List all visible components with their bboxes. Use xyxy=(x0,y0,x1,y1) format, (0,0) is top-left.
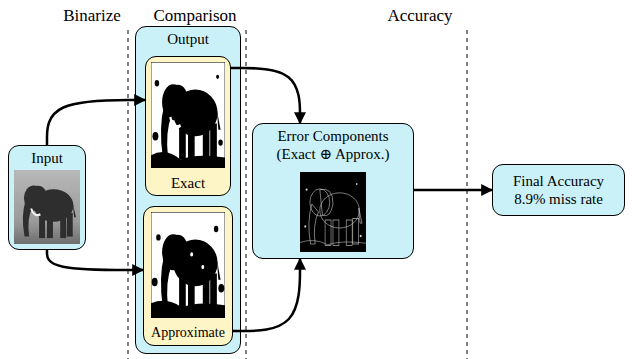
flow-arrow xyxy=(233,259,300,331)
grayscale-photo xyxy=(14,170,80,244)
result-box: Final Accuracy8.9% miss rate xyxy=(492,164,625,216)
process-box: Error Components (Exact ⊕ Approx.) xyxy=(252,123,414,259)
process-box: Input xyxy=(8,145,86,250)
node-text: Exact xyxy=(171,174,205,192)
flow-arrow xyxy=(47,100,145,145)
node-text: 8.9% miss rate xyxy=(514,190,603,208)
group-box: OutputExactApproximate xyxy=(135,26,241,354)
node-text: Input xyxy=(31,149,63,167)
column-header: Comparison xyxy=(151,6,238,26)
image-box: Approximate xyxy=(143,206,233,346)
image-box: Exact xyxy=(145,56,231,196)
node-text: Approximate xyxy=(151,325,225,342)
flow-arrow xyxy=(47,250,143,270)
column-header: Binarize xyxy=(61,6,123,26)
node-text: Error Components (Exact ⊕ Approx.) xyxy=(263,127,403,163)
node-text: Output xyxy=(167,30,209,48)
node-text: Final Accuracy xyxy=(513,172,604,190)
binary-image-approximate xyxy=(151,212,225,318)
phase-dividers xyxy=(128,30,467,359)
flow-arrow xyxy=(231,68,300,123)
column-header: Accuracy xyxy=(385,6,454,26)
flow-arrow xyxy=(414,189,492,192)
dashed-divider xyxy=(246,30,247,359)
dashed-divider xyxy=(128,30,129,359)
dashed-divider xyxy=(467,30,468,359)
binary-image-exact xyxy=(151,62,225,168)
error-image xyxy=(300,172,366,252)
